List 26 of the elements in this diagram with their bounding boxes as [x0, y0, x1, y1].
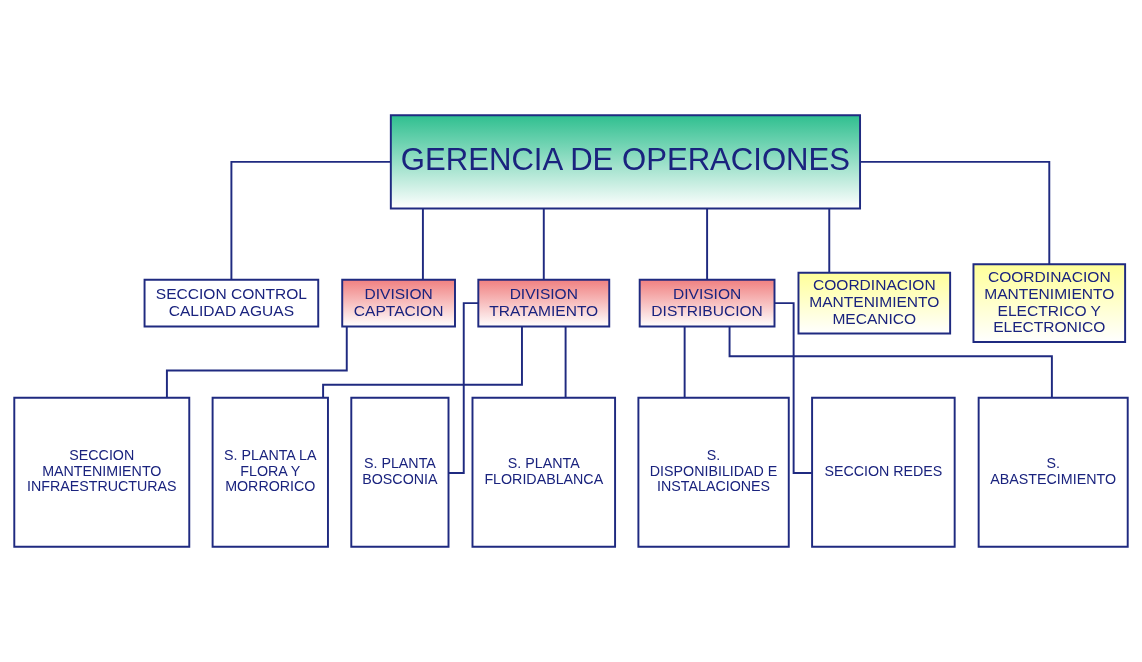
node-box: S. PLANTA FLORIDABLANCA: [471, 396, 617, 548]
node-box: SECCION REDES: [811, 396, 956, 548]
node-box: S. PLANTA BOSCONIA: [350, 396, 450, 548]
node-box: S. PLANTA LA FLORA Y MORRORICO: [211, 396, 329, 548]
node-box: GERENCIA DE OPERACIONES: [389, 114, 861, 210]
node-box: COORDINACION MANTENIMIENTO ELECTRICO Y ELECTRONICO: [972, 263, 1127, 343]
connector: [773, 302, 813, 474]
node-box: DIVISION DISTRIBUCION: [638, 278, 776, 328]
connector: [542, 207, 545, 281]
connector: [421, 207, 424, 281]
connector: [706, 207, 709, 281]
connector: [828, 207, 831, 274]
connector: [230, 160, 392, 281]
node-box: DIVISION TRATAMIENTO: [477, 278, 611, 328]
node-box: S. ABASTECIMIENTO: [977, 396, 1129, 548]
node-box: DIVISION CAPTACION: [341, 278, 456, 328]
connector: [165, 325, 348, 399]
connector: [322, 325, 523, 399]
node-box: S. DISPONIBILIDAD E INSTALACIONES: [637, 396, 790, 548]
node-box: SECCION MANTENIMIENTO INFRAESTRUCTURAS: [13, 396, 191, 548]
node-box: COORDINACION MANTENIMIENTO MECANICO: [797, 271, 952, 335]
connector: [728, 325, 1053, 399]
connector: [859, 160, 1051, 266]
node-box: SECCION CONTROL CALIDAD AGUAS: [143, 278, 320, 328]
connector: [683, 325, 686, 399]
connector: [564, 325, 567, 399]
